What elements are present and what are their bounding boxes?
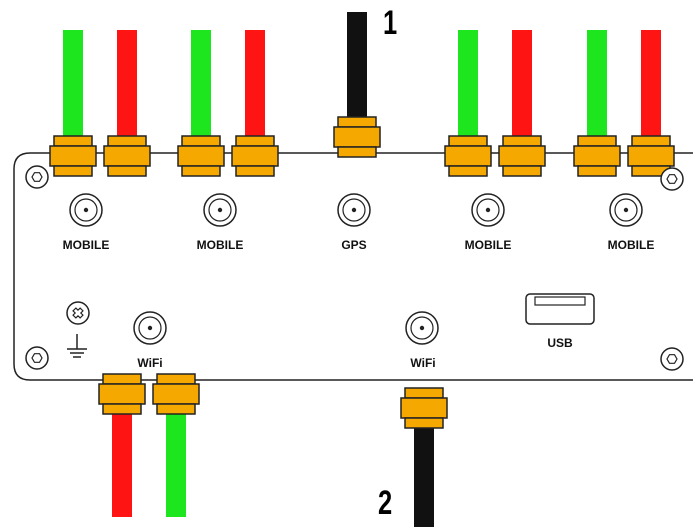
cable-mobile1-green: [63, 30, 83, 136]
connector-icon: [152, 373, 200, 415]
sma-port-icon: [133, 311, 167, 345]
sma-port-icon: [337, 193, 371, 227]
port-label-mobile-4: MOBILE: [607, 238, 655, 252]
connector-icon: [444, 135, 492, 177]
cable-mobile2-green: [191, 30, 211, 136]
cable-mobile1-red: [117, 30, 137, 136]
sma-port-icon: [609, 193, 643, 227]
port-label-mobile-3: MOBILE: [464, 238, 512, 252]
sma-port-icon: [405, 311, 439, 345]
cable-mobile3-green: [458, 30, 478, 136]
port-label-mobile-1: MOBILE: [62, 238, 110, 252]
sma-port-icon: [471, 193, 505, 227]
cable-mobile4-green: [587, 30, 607, 136]
connector-icon: [49, 135, 97, 177]
cable-mobile4-red: [641, 30, 661, 136]
port-label-gps: GPS: [341, 238, 367, 252]
plus-screw-icon: [66, 301, 90, 325]
screw-icon: [25, 165, 49, 189]
cable-wifi2-black: [414, 418, 434, 527]
usb-port-icon: [525, 293, 595, 325]
connector-icon: [400, 387, 448, 429]
sma-port-icon: [203, 193, 237, 227]
screw-icon: [25, 346, 49, 370]
cable-wifi1-green: [166, 408, 186, 517]
connector-icon: [498, 135, 546, 177]
connector-icon: [573, 135, 621, 177]
callout-2: 2: [378, 484, 393, 522]
cable-gps-black: [347, 12, 367, 120]
callout-1: 1: [383, 4, 398, 42]
connector-icon: [231, 135, 279, 177]
cable-mobile2-red: [245, 30, 265, 136]
port-label-mobile-2: MOBILE: [196, 238, 244, 252]
sma-port-icon: [69, 193, 103, 227]
cable-mobile3-red: [512, 30, 532, 136]
screw-icon: [660, 167, 684, 191]
port-label-wifi-1: WiFi: [137, 356, 163, 370]
connector-icon: [177, 135, 225, 177]
connector-icon: [333, 116, 381, 158]
port-label-wifi-2: WiFi: [410, 356, 436, 370]
router-body: [13, 152, 693, 381]
ground-icon: [67, 334, 87, 358]
connector-icon: [98, 373, 146, 415]
port-label-usb: USB: [547, 336, 573, 350]
cable-wifi1-red: [112, 408, 132, 517]
connector-icon: [103, 135, 151, 177]
screw-icon: [660, 347, 684, 371]
